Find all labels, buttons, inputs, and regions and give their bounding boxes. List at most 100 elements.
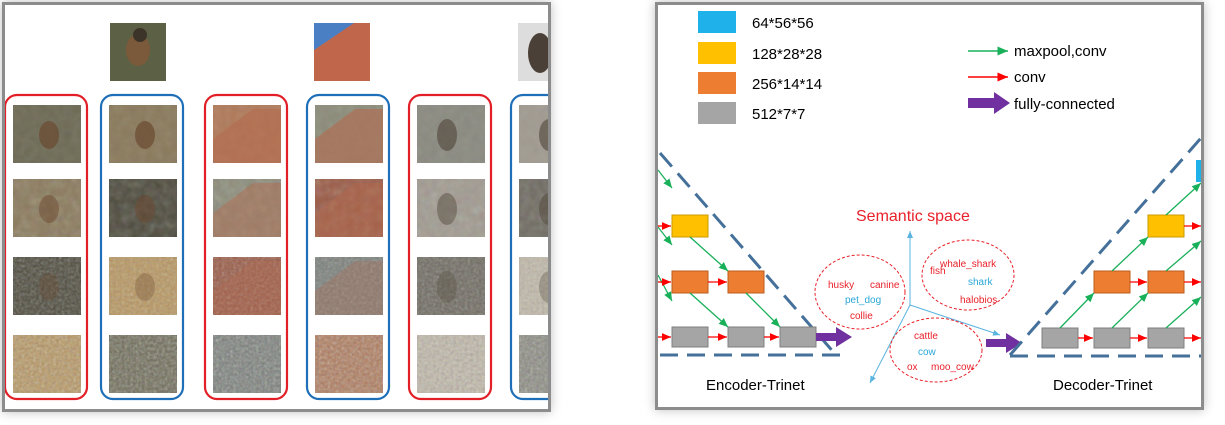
decoder-green-arrow xyxy=(1165,182,1201,216)
tile-texture xyxy=(519,257,548,315)
decoder-fc-arrow xyxy=(986,333,1022,353)
roof-tiles xyxy=(314,23,370,81)
tile-texture xyxy=(315,257,383,315)
cluster-fish-word: whale_shark xyxy=(939,259,997,270)
reconstruction-tile xyxy=(315,257,383,315)
reconstruction-tile xyxy=(213,179,281,237)
reconstruction-column-frame xyxy=(99,93,185,401)
decoder-label: Decoder-Trinet xyxy=(1053,377,1153,394)
reconstruction-tile xyxy=(109,335,177,393)
legend-label-512: 512*7*7 xyxy=(752,106,805,123)
semantic-axis-down xyxy=(869,304,911,384)
decoder-block-512-c xyxy=(1147,327,1185,349)
legend-sizes: 64*56*56 128*28*28 256*14*14 512*7*7 xyxy=(698,11,822,124)
source-image-roof xyxy=(314,23,370,81)
legend-label-256: 256*14*14 xyxy=(752,76,822,93)
reconstruction-tile xyxy=(109,105,177,163)
tile-roof xyxy=(213,109,281,163)
reconstruction-tile xyxy=(519,105,548,163)
reconstruction-column-frame xyxy=(305,93,391,401)
architecture-diagram-panel: 64*56*56 128*28*28 256*14*14 512*7*7 max… xyxy=(655,2,1204,410)
decoder-block-512-a xyxy=(1041,327,1079,349)
tile-roof xyxy=(315,109,383,163)
legend-label-maxpool: maxpool,conv xyxy=(1014,43,1107,60)
legend-label-128: 128*28*28 xyxy=(752,46,822,63)
cluster-dog-word: husky xyxy=(828,280,854,291)
tile-texture xyxy=(315,179,383,237)
reconstruction-tile xyxy=(315,335,383,393)
tile-bird xyxy=(135,273,155,301)
reconstruction-figure-panel xyxy=(2,2,551,412)
reconstruction-tile xyxy=(315,179,383,237)
tile-texture xyxy=(519,179,548,237)
reconstruction-tile xyxy=(13,179,81,237)
legend-label-conv: conv xyxy=(1014,69,1046,86)
encoder-green-arrow xyxy=(689,292,729,328)
decoder-dashed-diagonal xyxy=(1008,137,1201,356)
cluster-cow-word: cattle xyxy=(914,331,938,342)
encoder-label: Encoder-Trinet xyxy=(706,377,805,394)
reconstruction-tile xyxy=(109,179,177,237)
cluster-cow xyxy=(889,317,983,383)
decoder-green-arrow xyxy=(1059,292,1095,329)
semantic-space-title: Semantic space xyxy=(856,208,970,225)
tile-roof xyxy=(213,183,281,237)
encoder-block-512-b xyxy=(727,326,765,348)
tile-texture xyxy=(315,335,383,393)
reconstruction-tile xyxy=(109,257,177,315)
dog-shape xyxy=(528,33,548,73)
tile-dog xyxy=(539,271,548,303)
tile-texture xyxy=(417,257,485,315)
tile-bird xyxy=(39,121,59,149)
reconstruction-tile xyxy=(13,105,81,163)
tile-dog xyxy=(539,119,548,151)
decoder-network: Decoder-Trinet xyxy=(986,137,1201,394)
decoder-block-256-b xyxy=(1147,270,1185,294)
cluster-fish-word: fish xyxy=(930,266,946,277)
legend-label-fc: fully-connected xyxy=(1014,96,1115,113)
tile-texture xyxy=(13,257,81,315)
tile-texture xyxy=(109,335,177,393)
decoder-green-arrow xyxy=(1165,296,1201,329)
encoder-block-256-a xyxy=(671,270,709,294)
decoder-block-256-a xyxy=(1093,270,1131,294)
encoder-green-arrow xyxy=(689,236,729,272)
reconstruction-column-frame xyxy=(509,93,548,401)
tile-texture xyxy=(109,257,177,315)
tile-texture xyxy=(13,335,81,393)
decoder-block-64 xyxy=(1196,160,1201,182)
semantic-axis-right xyxy=(909,304,1001,336)
reconstruction-column-frame xyxy=(407,93,493,401)
source-image-dog xyxy=(518,23,548,81)
legend-purple-arrow xyxy=(968,92,1010,114)
legend-swatch-512 xyxy=(698,102,736,124)
reconstruction-tile xyxy=(315,105,383,163)
legend-swatch-64 xyxy=(698,11,736,33)
reconstruction-tile xyxy=(13,257,81,315)
cluster-fish xyxy=(921,239,1015,311)
tile-texture xyxy=(417,335,485,393)
source-image-bird xyxy=(110,23,166,81)
architecture-diagram: 64*56*56 128*28*28 256*14*14 512*7*7 max… xyxy=(658,11,1201,394)
encoder-green-arrow xyxy=(658,169,673,189)
decoder-green-arrow xyxy=(1111,292,1149,329)
legend-arrows: maxpool,conv conv fully-connected xyxy=(968,43,1115,114)
encoder-fc-arrow xyxy=(816,327,852,347)
cluster-dog-word: canine xyxy=(870,280,900,291)
reconstruction-tile xyxy=(519,335,548,393)
legend-label-64: 64*56*56 xyxy=(752,15,814,32)
reconstruction-tile xyxy=(519,179,548,237)
tile-texture xyxy=(417,179,485,237)
encoder-block-512-a xyxy=(671,326,709,348)
reconstruction-figure xyxy=(5,23,548,401)
cluster-cow-word: ox xyxy=(907,362,918,373)
reconstruction-tile xyxy=(213,257,281,315)
reconstruction-column-frame xyxy=(5,93,89,401)
tile-texture xyxy=(519,335,548,393)
legend-swatch-128 xyxy=(698,42,736,64)
cluster-dog xyxy=(814,254,906,330)
reconstruction-tile xyxy=(519,257,548,315)
tile-bird xyxy=(135,195,155,223)
encoder-block-128 xyxy=(671,214,709,238)
reconstruction-tile xyxy=(13,335,81,393)
